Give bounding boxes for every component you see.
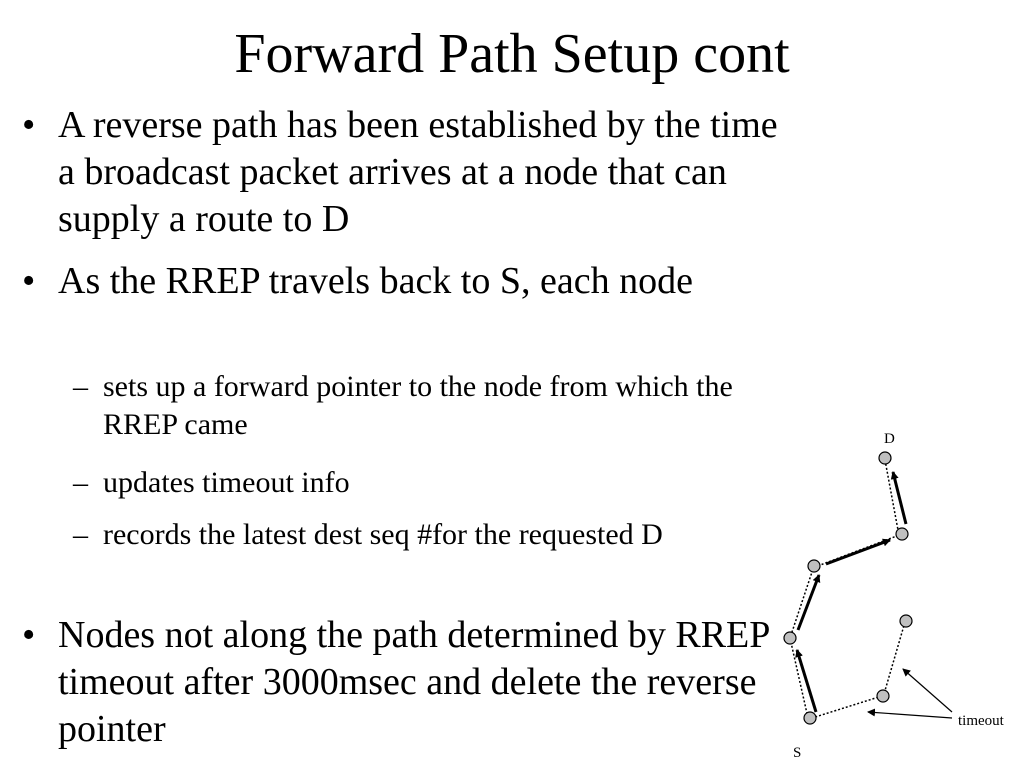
forward-arrow-s-n3 — [795, 649, 818, 713]
node-s — [803, 711, 817, 725]
bullet-text: As the RREP travels back to S, each node — [58, 260, 693, 302]
label-timeout: timeout — [958, 713, 1005, 729]
node-3 — [783, 631, 797, 645]
bullet-marker: • — [22, 260, 36, 302]
bullet-text: Nodes not along the path determined by R… — [58, 614, 769, 750]
bullet-marker: • — [22, 614, 36, 656]
timeout-pointers — [867, 668, 953, 719]
page-title: Forward Path Setup cont — [234, 23, 790, 85]
route-diagram: D S timeout — [783, 431, 1005, 761]
subbullet-marker: – — [73, 466, 88, 499]
subbullet-text: updates timeout info — [103, 466, 350, 499]
forward-arrow-n3-n2 — [796, 574, 821, 631]
forward-arrow-n1-d — [890, 471, 908, 525]
label-destination: D — [884, 431, 895, 447]
reverse-link-side-a — [883, 621, 906, 695]
timeout-pointer-upper — [902, 668, 953, 713]
bullet-text: A reverse path has been established by t… — [58, 104, 778, 240]
reverse-link-d-n1 — [884, 459, 899, 531]
subbullet-text: records the latest dest seq #for the req… — [103, 518, 663, 551]
reverse-link-n2-n3 — [789, 565, 815, 639]
node-2 — [807, 559, 821, 573]
forward-arrow-n2-n1 — [825, 538, 891, 566]
reverse-link-side-b — [811, 695, 883, 719]
nodes — [783, 451, 913, 725]
subbullet-timeout-info: – updates timeout info — [73, 464, 793, 502]
node-1 — [895, 527, 909, 541]
subbullet-forward-pointer: – sets up a forward pointer to the node … — [73, 368, 793, 444]
bullet-nodes-timeout: • Nodes not along the path determined by… — [22, 612, 778, 753]
subbullet-dest-seq: – records the latest dest seq #for the r… — [73, 516, 793, 554]
subbullet-marker: – — [73, 518, 88, 551]
node-side-a — [899, 614, 913, 628]
bullet-marker: • — [22, 104, 36, 146]
node-d — [878, 451, 892, 465]
bullet-rrep-travels: • As the RREP travels back to S, each no… — [22, 258, 778, 305]
subbullet-text: sets up a forward pointer to the node fr… — [103, 370, 733, 441]
node-side-b — [876, 689, 890, 703]
forward-path — [795, 471, 908, 713]
subbullet-marker: – — [73, 370, 88, 403]
bullet-reverse-path: • A reverse path has been established by… — [22, 102, 778, 243]
label-source: S — [793, 745, 801, 761]
timeout-pointer-lower — [867, 708, 953, 719]
reverse-link-n3-s — [789, 637, 809, 719]
